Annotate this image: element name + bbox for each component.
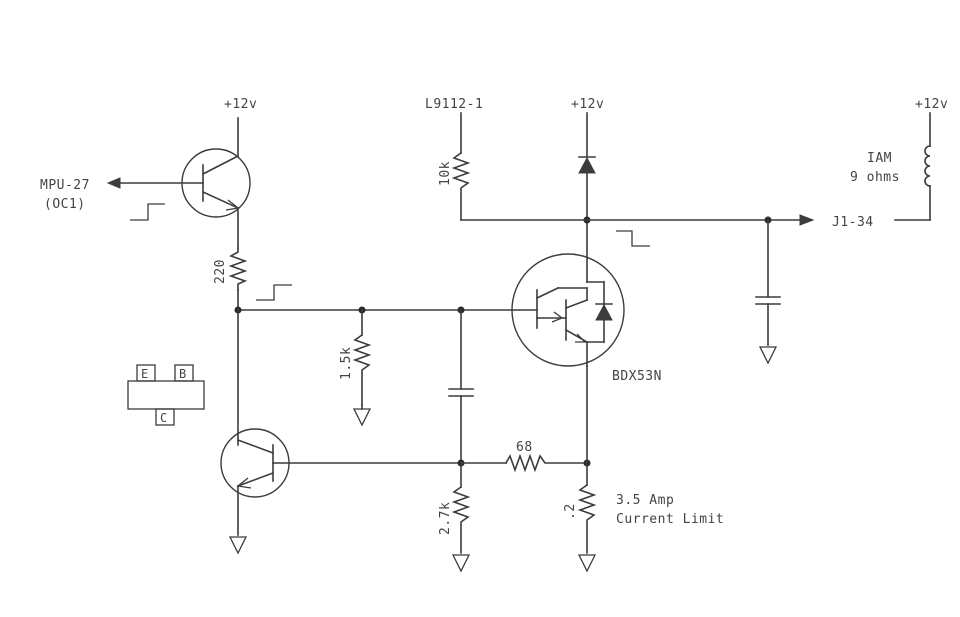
pin-b-label: B (179, 367, 186, 381)
transistor-q2 (220, 309, 462, 536)
resistor-68 (504, 453, 588, 473)
resistor-220 (228, 247, 248, 291)
r1-5k-label: 1.5k (339, 347, 354, 380)
bdx53n-label: BDX53N (612, 369, 662, 384)
arrow-right-icon (799, 214, 815, 226)
ground-icon (451, 554, 471, 573)
pinout-diagram (127, 364, 205, 426)
step-waveform-icon (130, 203, 165, 221)
r-sense-label: .2 (563, 503, 578, 520)
mpu-pin-label: (OC1) (44, 197, 86, 212)
resistor-10k (451, 151, 471, 221)
iam-value-label: 9 ohms (850, 170, 900, 185)
mpu-label: MPU-27 (40, 178, 90, 193)
resistor-1-5k (352, 333, 372, 406)
transistor-q1 (119, 117, 251, 249)
ground-icon (577, 554, 597, 573)
r220-label: 220 (213, 259, 228, 284)
vcc-label-iam: +12v (915, 97, 948, 112)
inductor-iam (924, 145, 931, 187)
ground-icon (758, 346, 778, 365)
vcc-label-q1: +12v (224, 97, 257, 112)
pin-c-label: C (160, 411, 167, 425)
r2-7k-label: 2.7k (438, 502, 453, 535)
r10k-label: 10k (438, 161, 453, 186)
r68-label: 68 (516, 440, 533, 455)
pin-e-label: E (141, 367, 148, 381)
current-limit-line2: Current Limit (616, 512, 724, 527)
iam-label: IAM (867, 151, 892, 166)
step-waveform-icon (616, 230, 650, 247)
resistor-sense (577, 483, 597, 554)
connector-label: J1-34 (832, 215, 874, 230)
ground-icon (352, 408, 372, 427)
vcc-label-main: +12v (571, 97, 604, 112)
ground-icon (228, 536, 248, 555)
diode-clamp (578, 156, 596, 174)
arrow-left-icon (106, 177, 121, 189)
step-waveform-icon (256, 284, 292, 301)
resistor-2-7k (451, 485, 471, 554)
current-limit-line1: 3.5 Amp (616, 493, 674, 508)
transistor-bdx53n (511, 253, 625, 367)
l9112-label: L9112-1 (425, 97, 483, 112)
